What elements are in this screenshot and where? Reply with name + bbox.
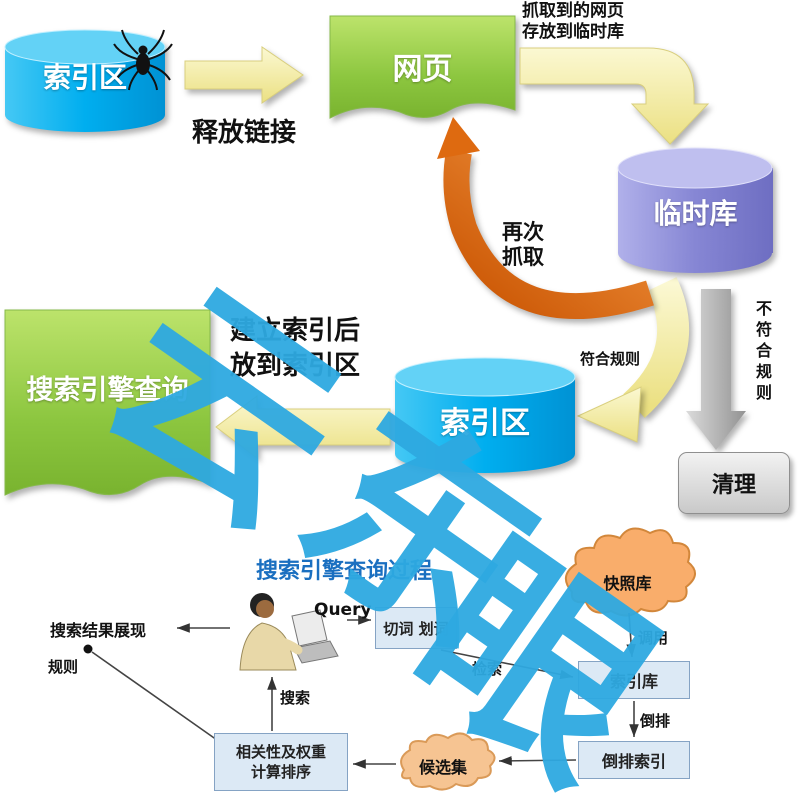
recrawl-line2: 抓取 <box>502 245 544 269</box>
index-note-line1: 建立索引后 <box>230 316 361 346</box>
rank-box-line1: 相关性及权重 <box>235 743 326 761</box>
tempdb-to-index-arrow-head <box>576 386 642 443</box>
index-zone-2-cylinder <box>394 357 576 473</box>
clean-box: 清理 <box>678 452 790 514</box>
candidate-set-label: 候选集 <box>418 758 467 777</box>
index-zone-2-label: 索引区 <box>440 406 530 441</box>
tempdb-to-index-arrow-body <box>622 277 690 418</box>
temp-db-cylinder <box>617 147 773 273</box>
index-zone-1-label: 索引区 <box>42 61 127 94</box>
result-display-label: 搜索结果展现 <box>50 621 147 640</box>
spider-icon <box>113 29 173 91</box>
fetch-note-line1: 抓取到的网页 <box>522 1 624 21</box>
cleanup-arrow <box>686 289 746 450</box>
no-match-rule-label: 不符合规则 <box>753 300 772 405</box>
query-label: Query <box>314 600 372 620</box>
connector-inverted-to-candidate <box>498 756 577 766</box>
connector-segment-to-indexdb <box>440 649 574 680</box>
connector-lines <box>91 612 639 769</box>
connector-snapshot-to-indexdb <box>626 612 636 658</box>
match-rule-label: 符合规则 <box>580 350 641 368</box>
bottom-title: 搜索引擎查询过程 <box>256 559 433 584</box>
connector-rule-annotation <box>91 651 218 741</box>
segmentation-label: 切词 划词 <box>383 619 449 638</box>
fetch-note: 抓取到的网页 存放到临时库 <box>522 1 624 43</box>
webpage-doc-shape <box>329 15 516 119</box>
inverted-index-label: 倒排索引 <box>601 752 666 771</box>
temp-db-label: 临时库 <box>653 197 738 230</box>
invert-label: 倒排 <box>640 712 671 730</box>
recrawl-arrow-body <box>443 149 654 319</box>
candidate-cloud-shape <box>400 732 496 791</box>
rank-box-line2: 计算排序 <box>250 763 311 781</box>
rule-annotation-dot <box>83 644 93 654</box>
release-links-arrow <box>184 46 304 104</box>
search-label: 搜索 <box>280 689 311 707</box>
segmentation-box: 切词 划词 <box>375 607 457 649</box>
invoke-label: 调用 <box>638 629 669 647</box>
index-db-label: 索引库 <box>609 672 658 691</box>
release-links-label: 释放链接 <box>192 118 297 148</box>
webpage-to-tempdb-arrow <box>519 47 710 145</box>
rule-label: 规则 <box>48 658 79 676</box>
search-query-doc-label: 搜索引擎查询 <box>26 375 189 406</box>
recrawl-line1: 再次 <box>502 220 544 244</box>
snapshot-db-label: 快照库 <box>603 574 652 593</box>
person-computer-clipart <box>239 593 339 671</box>
index-to-query-arrow <box>215 394 391 460</box>
rank-box: 相关性及权重 计算排序 <box>214 733 348 791</box>
inverted-index-box: 倒排索引 <box>578 741 690 779</box>
index-db-box: 索引库 <box>578 661 690 699</box>
fetch-note-line2: 存放到临时库 <box>522 22 624 42</box>
clean-box-label: 清理 <box>711 473 756 498</box>
webpage-label: 网页 <box>392 52 453 87</box>
recrawl-arrow-head <box>437 117 480 159</box>
index-note-line2: 放到索引区 <box>230 351 361 381</box>
search-query-doc-shape <box>4 309 211 496</box>
recrawl-note: 再次 抓取 <box>502 220 544 270</box>
retrieve-label: 检索 <box>472 660 503 678</box>
index-note: 建立索引后 放到索引区 <box>230 314 360 384</box>
snapshot-cloud-shape <box>565 527 696 617</box>
